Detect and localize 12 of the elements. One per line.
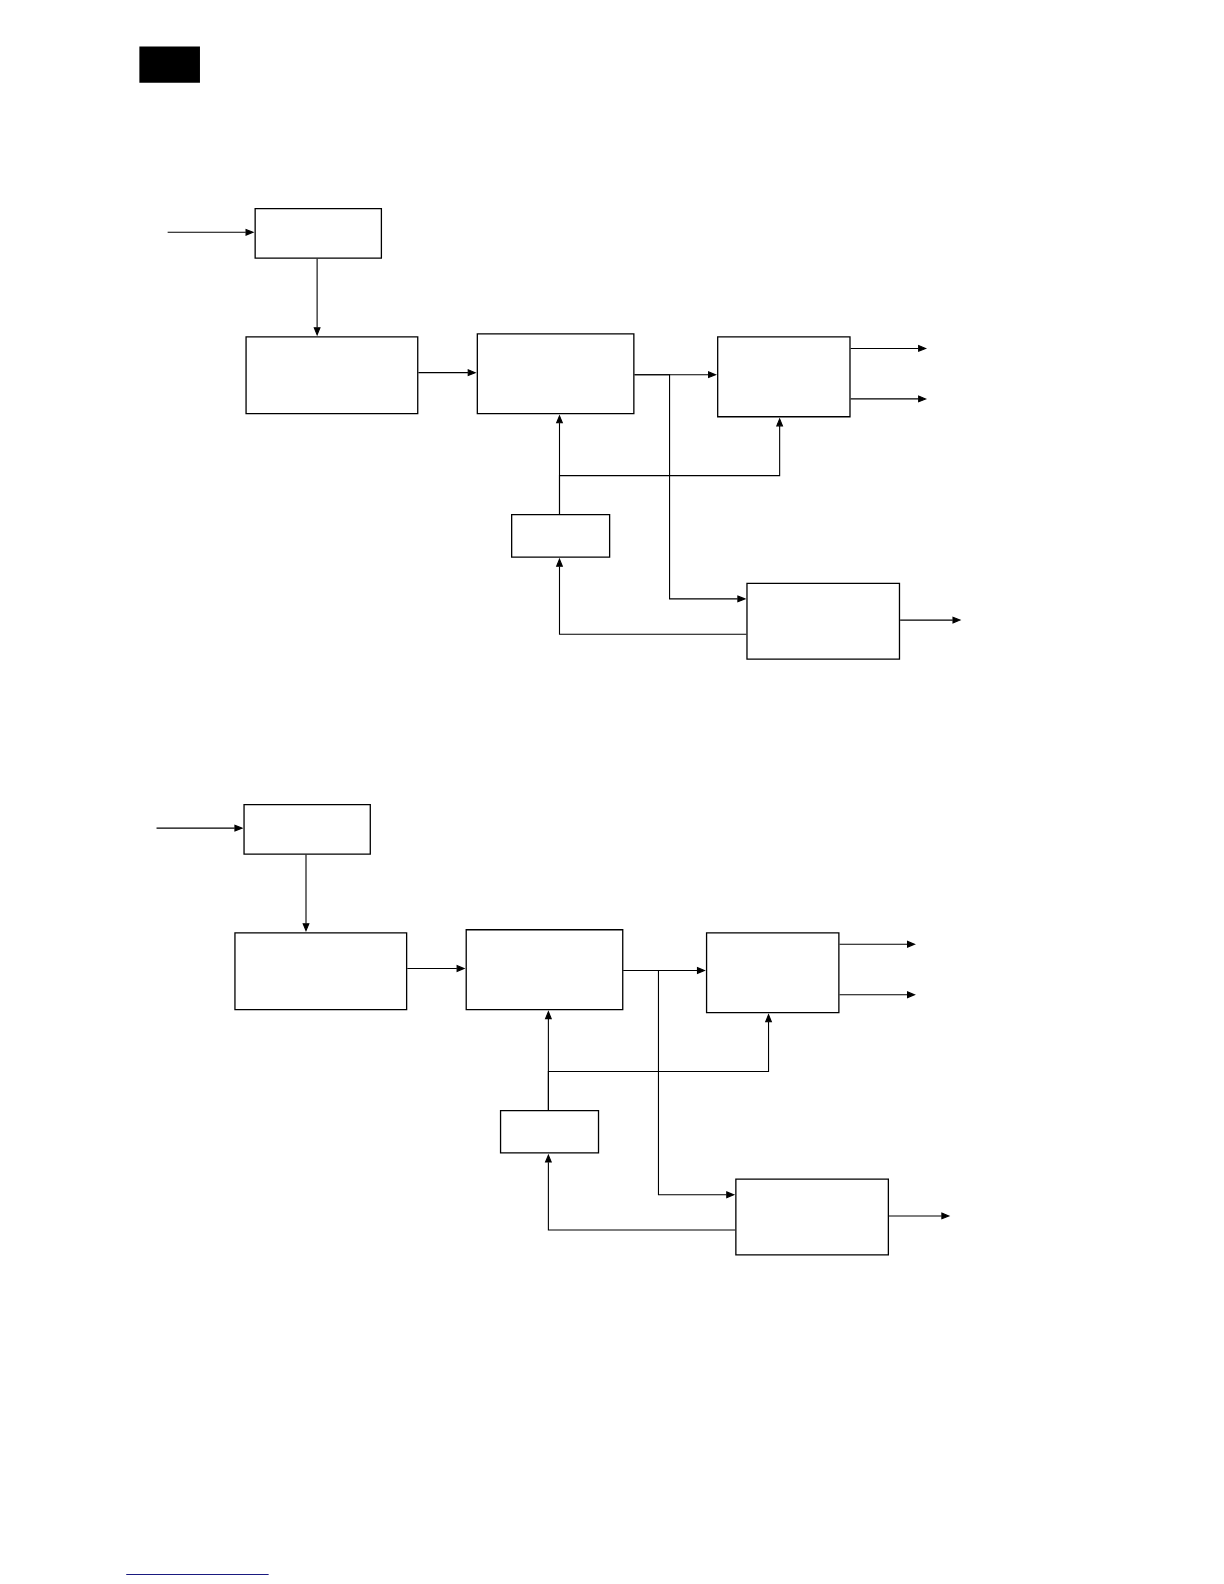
- process-box: [245, 336, 419, 415]
- process-box: [254, 208, 383, 259]
- process-box: [465, 929, 624, 1011]
- process-box: [511, 514, 611, 558]
- process-box: [499, 1109, 600, 1154]
- process-box: [476, 333, 635, 415]
- process-box: [735, 1178, 889, 1256]
- process-box: [746, 582, 901, 660]
- process-box: [717, 336, 851, 418]
- process-box: [705, 932, 840, 1014]
- process-box: [234, 932, 408, 1011]
- process-box: [243, 803, 371, 855]
